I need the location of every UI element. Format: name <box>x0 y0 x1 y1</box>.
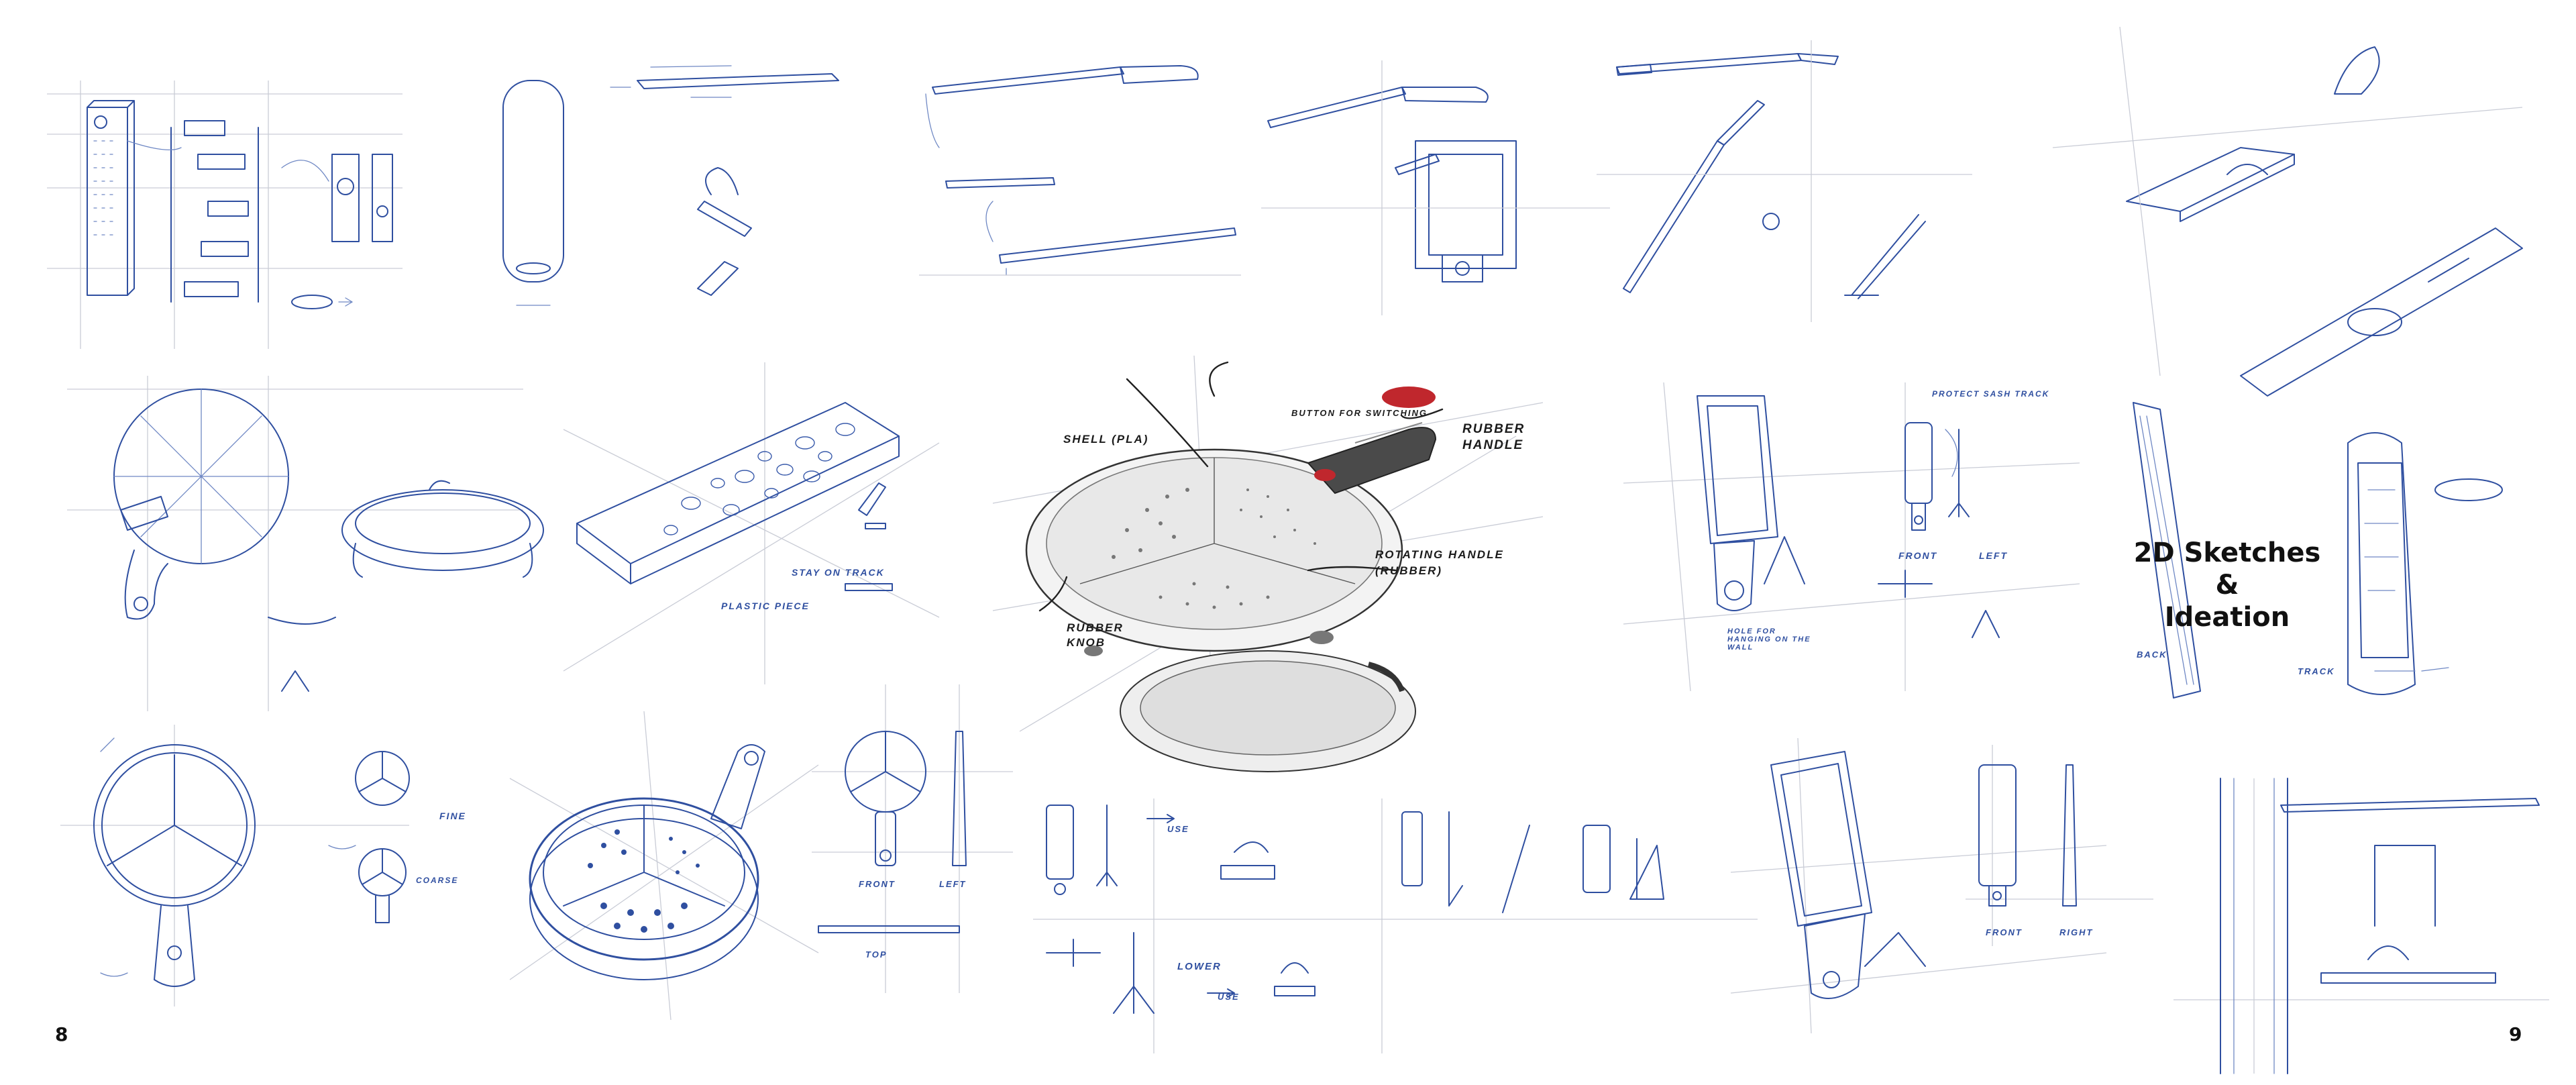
label-front-3: FRONT <box>1986 927 2023 937</box>
label-plastic-piece: PLASTIC PIECE <box>721 601 810 611</box>
label-protect-sash-track: PROTECT SASH TRACK <box>1932 389 2050 399</box>
label-front-2: FRONT <box>859 879 896 889</box>
sketch-use-sequence <box>1033 798 1758 1053</box>
label-stay-on-track: STAY ON TRACK <box>792 567 885 578</box>
sketch-grater-blocks <box>40 81 416 349</box>
label-rotating-handle: ROTATING HANDLE (RUBBER) <box>1375 548 1504 577</box>
title-line-1: 2D Sketches <box>2133 537 2321 568</box>
sketch-grater-slab <box>564 362 939 684</box>
label-button: BUTTON FOR SWITCHING <box>1291 408 1428 418</box>
sketch-tall-grater-track <box>2120 389 2549 738</box>
sketch-perspective-handles <box>2053 27 2522 376</box>
label-rubber-knob: RUBBER KNOB <box>1067 621 1124 649</box>
sketch-paddle-handle <box>1261 60 1610 315</box>
sketch-tall-cylinder-shelf <box>2174 778 2549 1074</box>
label-left-1: LEFT <box>1979 550 2008 561</box>
sketch-round-grater-legs <box>67 376 523 711</box>
sketch-round-grater-handle <box>60 725 409 1006</box>
label-left-2: LEFT <box>939 879 967 889</box>
sketch-perspective-round-grater <box>510 711 818 1020</box>
title-line-2: & <box>2215 570 2239 601</box>
sketch-paddle-hanging <box>1623 382 2080 691</box>
label-rubber-handle: RUBBER HANDLE <box>1462 422 1525 452</box>
sketch-front-left-top-views <box>812 684 1013 993</box>
page-number-left: 8 <box>55 1023 68 1045</box>
sketch-paddle-front-right <box>1966 745 2153 946</box>
sketch-long-graters <box>1597 40 1972 322</box>
sketch-paddle-perspective <box>1731 738 2106 1033</box>
label-use-2: USE <box>1218 992 1240 1002</box>
label-use-1: USE <box>1167 824 1189 834</box>
label-coarse: COARSE <box>416 876 459 885</box>
label-top: TOP <box>865 949 888 960</box>
label-shell: SHELL (PLA) <box>1063 433 1149 446</box>
sketch-handle-side-views <box>919 54 1241 309</box>
label-fine: FINE <box>439 811 466 821</box>
label-back: BACK <box>2137 650 2167 660</box>
page-title: 2D Sketches & Ideation <box>2116 537 2338 633</box>
page-number-right: 9 <box>2509 1023 2522 1045</box>
label-lower: LOWER <box>1177 961 1222 972</box>
title-line-3: Ideation <box>2164 602 2290 633</box>
sketch-rendered-round-grater <box>993 356 1543 731</box>
label-right: RIGHT <box>2059 927 2094 937</box>
label-hole-for-hanging: HOLE FOR HANGING ON THE WALL <box>1727 627 1811 652</box>
label-front-1: FRONT <box>1898 550 1938 561</box>
sketch-cylinder-and-blade <box>490 60 865 329</box>
label-track: TRACK <box>2298 666 2335 676</box>
